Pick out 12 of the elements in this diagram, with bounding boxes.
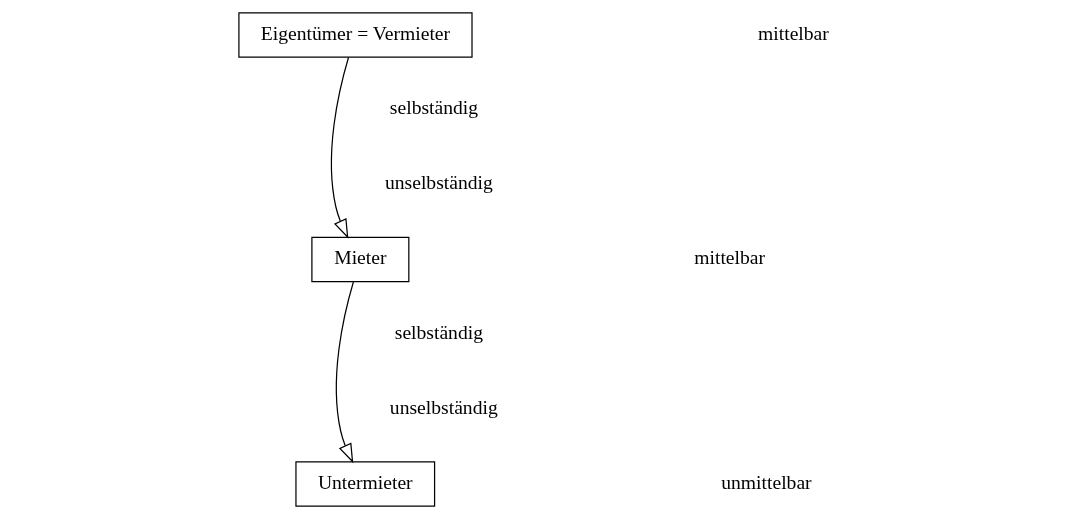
node-box: Mieter	[311, 236, 410, 283]
node-box: Untermieter	[295, 461, 436, 507]
label: selbständig	[389, 97, 479, 119]
label: selbständig	[394, 322, 483, 343]
label: unmittelbar	[721, 471, 812, 493]
arrow	[330, 56, 350, 239]
arrow	[335, 281, 354, 464]
label: mittelbar	[694, 247, 766, 269]
label: mittelbar	[758, 22, 829, 44]
label: unselbständig	[384, 172, 493, 194]
node-box: Eigentümer = Vermieter	[238, 12, 473, 58]
label: unselbständig	[389, 396, 498, 418]
